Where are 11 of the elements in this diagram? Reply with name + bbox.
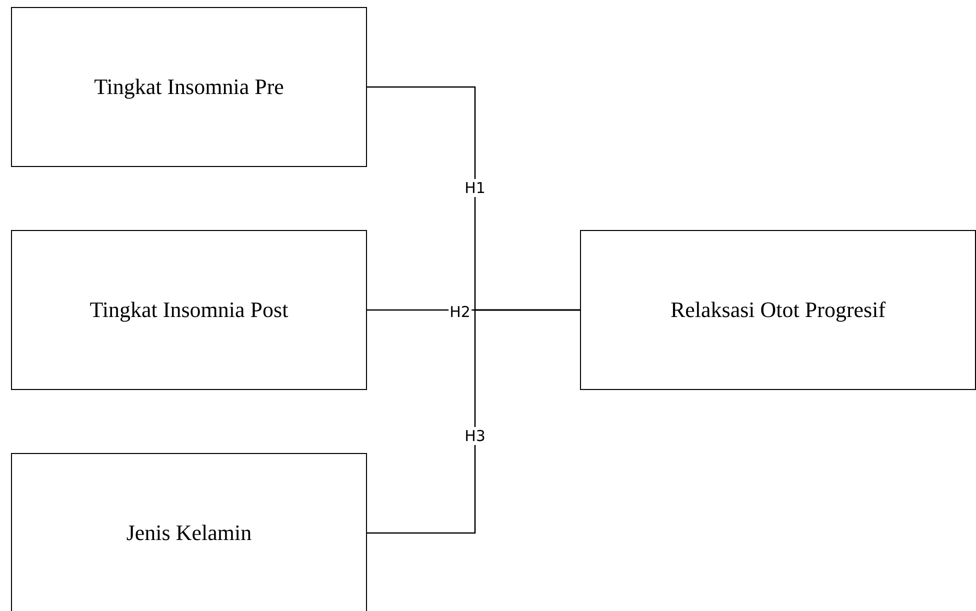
variable-box xyxy=(11,230,367,390)
variable-box xyxy=(580,230,976,390)
variable-label: Tingkat Insomnia Post xyxy=(90,297,288,323)
edge-label: H1 xyxy=(464,179,486,197)
edge-label: H3 xyxy=(464,427,486,445)
variable-box xyxy=(11,7,367,167)
variable-label: Tingkat Insomnia Pre xyxy=(94,74,284,100)
variable-label: Jenis Kelamin xyxy=(126,520,252,546)
variable-label: Relaksasi Otot Progresif xyxy=(670,297,886,323)
connector-line xyxy=(367,309,580,534)
variable-box xyxy=(11,453,367,611)
